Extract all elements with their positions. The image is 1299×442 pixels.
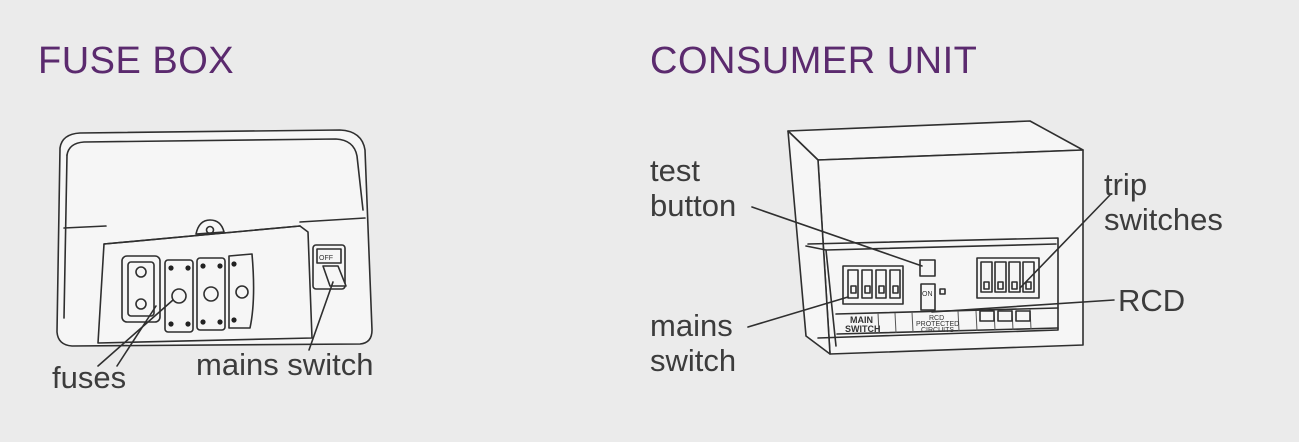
fuse-box-switch-text: OFF — [319, 255, 333, 262]
cu-rcd-text-3: CIRCUITS — [921, 327, 954, 334]
test-button-label-line2: button — [650, 188, 736, 223]
trip-switches-label-line1: trip — [1104, 167, 1147, 202]
test-button-label-line1: test — [650, 153, 700, 188]
cu-mains-switch-leader-line — [747, 296, 849, 328]
test-button-leader-line — [751, 206, 923, 267]
consumer-unit-title: CONSUMER UNIT — [650, 40, 978, 82]
cu-mains-switch-label-line1: mains — [650, 308, 733, 343]
fuse-box-mains-switch-label: mains switch — [196, 347, 373, 382]
mains-switch-leader-line — [308, 281, 334, 351]
fuse-box-title: FUSE BOX — [38, 40, 235, 82]
trip-switches-leader-line — [1019, 194, 1111, 289]
fuses-leader-line — [97, 299, 174, 367]
cu-rcd-text-1: RCD — [929, 315, 944, 322]
cu-main-text-2: SWITCH — [845, 324, 881, 334]
consumer-unit-illustration: ON MAIN SWITCH RCD PROTECTED CIRCUITS — [747, 120, 1115, 355]
rcd-leader-line — [931, 299, 1115, 313]
cu-on-text: ON — [922, 291, 933, 298]
fuse-box-illustration: OFF — [56, 129, 373, 367]
fuses-label: fuses — [52, 360, 126, 395]
cu-mains-switch-label-line2: switch — [650, 343, 736, 378]
rcd-label: RCD — [1118, 283, 1185, 318]
cu-main-text-1: MAIN — [850, 315, 873, 325]
cu-rcd-text-2: PROTECTED — [916, 321, 959, 328]
trip-switches-label-line2: switches — [1104, 202, 1223, 237]
